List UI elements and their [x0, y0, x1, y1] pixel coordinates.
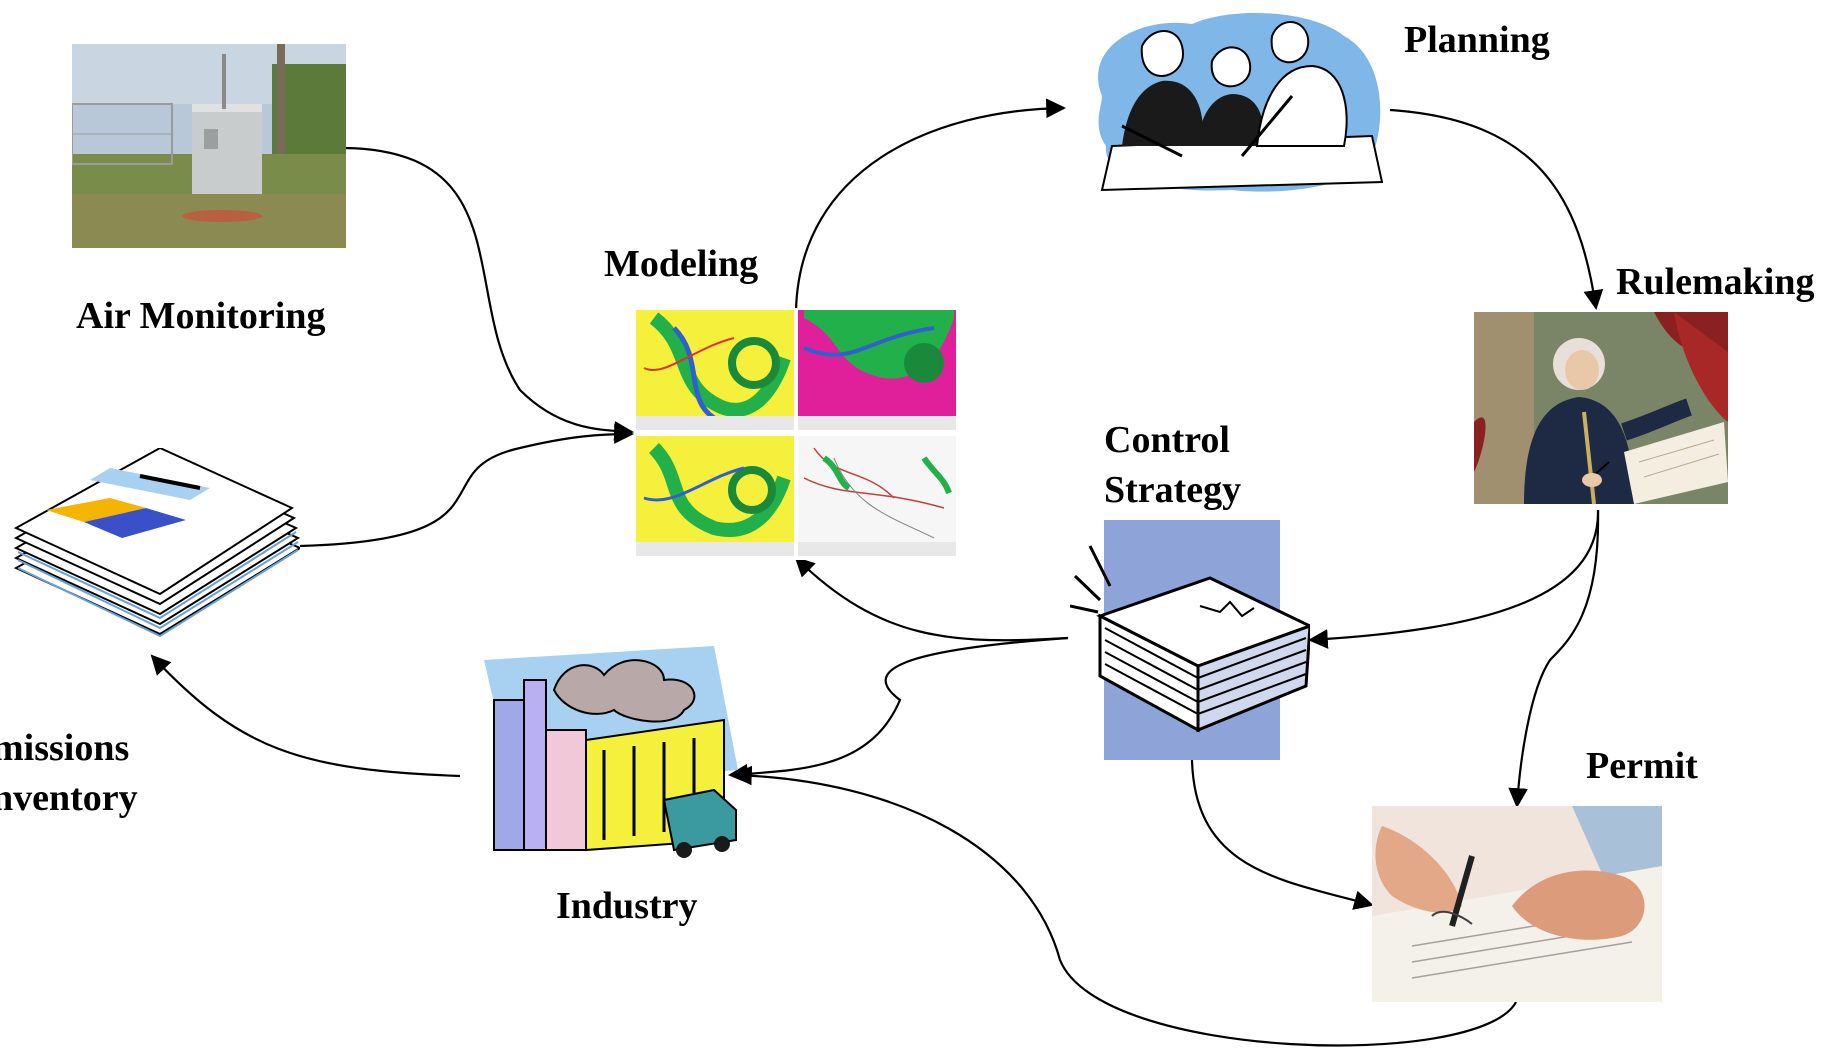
industry-factory [474, 640, 744, 860]
arrow-rulemaking-to-permit [1508, 509, 1600, 808]
arrow-rulemaking-to-control [1308, 509, 1600, 649]
air-monitoring-label: Air Monitoring [76, 295, 326, 337]
planning-clipart [1082, 6, 1388, 194]
rulemaking-portrait [1474, 312, 1728, 504]
arrow-permit-to-industry [732, 765, 1517, 1047]
arrow-modeling-to-planning [794, 98, 1066, 311]
arrow-control-to-industry [728, 636, 1069, 784]
arrow-planning-to-rulemaking [1389, 108, 1604, 310]
modeling-label: Modeling [604, 243, 759, 285]
modeling-weather-maps [634, 308, 958, 560]
control-strategy-binder [1070, 516, 1310, 760]
arrow-air-to-modeling [343, 146, 634, 441]
emissions-label-line2: nventory [0, 777, 138, 819]
arrow-industry-to-emissions [150, 654, 461, 778]
permit-signing-photo [1372, 806, 1662, 1002]
permit-label: Permit [1586, 745, 1698, 787]
emissions-inventory-stack [10, 448, 300, 642]
air-monitoring-photo [72, 44, 346, 248]
arrow-control-to-modeling [794, 556, 1069, 642]
rulemaking-label: Rulemaking [1616, 261, 1815, 303]
control-strategy-label-line1: Control [1104, 419, 1230, 461]
arrow-emissions-to-modeling [299, 424, 634, 548]
industry-label: Industry [556, 885, 698, 927]
planning-label: Planning [1404, 19, 1550, 61]
control-strategy-label-line2: Strategy [1104, 469, 1242, 511]
emissions-label-line1: missions [0, 727, 130, 769]
arrow-control-to-permit [1190, 759, 1374, 910]
